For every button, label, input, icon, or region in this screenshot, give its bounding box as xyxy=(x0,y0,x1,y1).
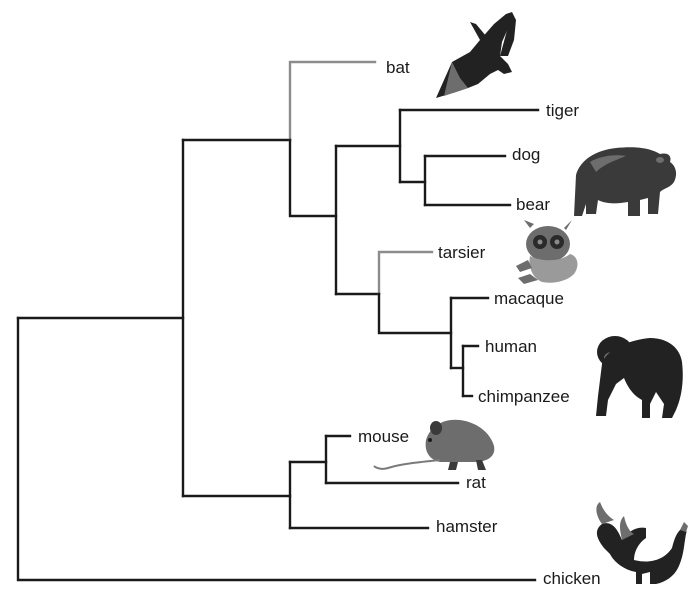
label-chicken: chicken xyxy=(543,569,601,588)
branch-tarsier xyxy=(379,252,432,294)
branch-anthropoids-stem xyxy=(379,294,451,333)
tarsier-photo-icon xyxy=(516,220,577,284)
label-hamster: hamster xyxy=(436,517,498,536)
label-bear: bear xyxy=(516,195,550,214)
label-rat: rat xyxy=(466,473,486,492)
label-tarsier: tarsier xyxy=(438,243,486,262)
label-macaque: macaque xyxy=(494,289,564,308)
rooster-photo-icon xyxy=(596,502,688,584)
bear-photo-icon xyxy=(574,147,676,216)
branch-bat xyxy=(290,62,375,140)
label-mouse: mouse xyxy=(358,427,409,446)
label-chimpanzee: chimpanzee xyxy=(478,387,570,406)
label-tiger: tiger xyxy=(546,101,579,120)
label-bat: bat xyxy=(386,58,410,77)
branch-bat-sister xyxy=(290,140,336,216)
tree-branches xyxy=(18,62,538,580)
label-human: human xyxy=(485,337,537,356)
taxon-labels: bat tiger dog bear tarsier macaque human… xyxy=(358,58,601,588)
label-dog: dog xyxy=(512,145,540,164)
bat-silhouette-icon xyxy=(436,12,516,98)
chimpanzee-photo-icon xyxy=(596,336,683,418)
